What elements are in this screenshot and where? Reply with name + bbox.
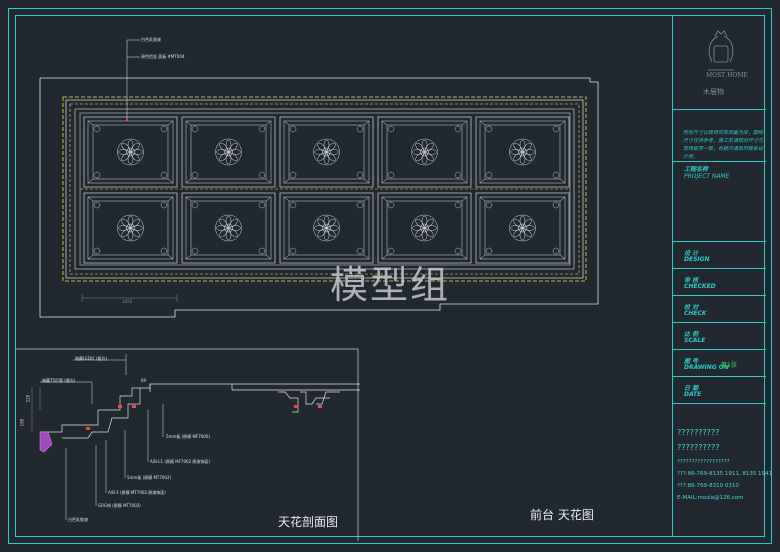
coffer-panels	[83, 116, 570, 264]
watermark: 模型组	[330, 263, 451, 307]
contact-line-5: ???:86-769-8319 0310	[677, 483, 739, 489]
border-outer	[65, 99, 584, 279]
coffer-panel	[181, 192, 276, 264]
design-note: 所有尺寸以现场实际测量为准，图纸尺寸仅供参考，施工前请核对尺寸与现场是否一致，有…	[683, 130, 764, 160]
section-leaders	[40, 354, 164, 520]
room-outline	[39, 77, 599, 318]
plan-callout-2: 原色铝金 面板 #MT004	[141, 54, 185, 59]
plan-dimension: 1650	[122, 299, 133, 304]
contact-line-4: ???:86-769-8135 1911, 8135 1941	[677, 471, 773, 477]
coffer-panel	[279, 116, 374, 188]
coffer-panel	[377, 116, 472, 188]
coffer-panel	[83, 116, 178, 188]
section-callout-2: 暗藏T5灯管 (暖光)	[42, 378, 76, 383]
section-callout-8: 白色乳胶漆	[68, 517, 88, 522]
scale-label-en: SCALE	[684, 337, 706, 344]
tb-divider	[673, 161, 766, 162]
date-label-cn: 日 期	[684, 385, 699, 392]
plan-title: 前台 天花图	[530, 508, 594, 522]
drawing-no-label-en: DRAWING ON	[684, 364, 729, 371]
plan-callout-1: 白色乳胶漆	[141, 37, 161, 42]
led-line-inner	[69, 103, 580, 275]
coffer-panel	[475, 192, 570, 264]
contact-line-2: ??????????	[677, 443, 720, 452]
coffer-panel	[83, 192, 178, 264]
tb-divider	[673, 376, 766, 377]
scale-label-cn: 比 例	[684, 331, 699, 338]
section-detail	[40, 383, 360, 439]
light-markers	[86, 405, 322, 430]
coffer-panel	[279, 192, 374, 264]
logo-text: MOST HOME	[706, 72, 748, 79]
title-block: MOST HOME 木居物 所有尺寸以现场实际测量为准，图纸尺寸仅供参考，施工前…	[672, 15, 772, 537]
section-callout-5: 5mm板 (原模 MT7002)	[127, 475, 172, 480]
drawing-no-value: 第1张	[721, 362, 737, 369]
check-label-en: CHECK	[684, 310, 707, 317]
project-label-cn: 工程名称	[684, 166, 709, 173]
contact-line-6: E-MAIL:mosla@126.com	[677, 495, 744, 501]
section-dims	[31, 387, 41, 432]
design-label-cn: 设 计	[684, 250, 699, 257]
plan-leader-dot	[125, 118, 129, 122]
section-callout-4: A/B-L1 (原模 MF7002 原漆饰面)	[150, 459, 210, 464]
logo-emblem	[708, 30, 734, 71]
project-label-en: PROJECT NAME	[684, 173, 730, 180]
section-dim-3: 180	[19, 418, 25, 427]
section-dim-1: 69	[141, 378, 147, 383]
outer-frame	[8, 8, 772, 544]
contact-line-1: ??????????	[677, 428, 720, 437]
tb-divider	[673, 322, 766, 323]
coffer-panel	[377, 192, 472, 264]
tb-divider	[673, 295, 766, 296]
checked-label-en: CHECKED	[684, 283, 716, 290]
tb-divider	[673, 241, 766, 242]
section-dim-2: 220	[25, 394, 31, 403]
inner-frame	[15, 15, 765, 537]
logo-cn: 木居物	[703, 88, 724, 96]
tb-divider	[673, 268, 766, 269]
contact-line-3: ??????????????????	[677, 459, 730, 465]
check-label-cn: 校 对	[684, 304, 699, 311]
section-callout-7: GRG线 (原模 MT7002)	[98, 503, 141, 508]
coffer-panel	[475, 116, 570, 188]
led-line-outer	[62, 96, 587, 282]
date-label-en: DATE	[684, 391, 702, 398]
section-frame	[16, 348, 359, 541]
drawing-no-label-cn: 图 号	[684, 358, 699, 365]
section-callout-6: A/B-1 (原模 MT7002 原漆饰面)	[108, 490, 166, 495]
coffer-panel	[181, 116, 276, 188]
tb-divider	[673, 403, 766, 404]
section-callout-1: 暗藏LED灯 (暖光)	[75, 356, 108, 361]
design-label-en: DESIGN	[684, 256, 710, 263]
tb-divider	[673, 349, 766, 350]
section-title: 天花剖面图	[278, 515, 339, 529]
border-inner	[74, 108, 575, 270]
tb-divider	[673, 109, 766, 110]
checked-label-cn: 审 核	[684, 277, 699, 284]
section-callout-3: 5mm板 (原模 MF7000)	[166, 434, 210, 439]
crown-moulding	[39, 431, 53, 453]
